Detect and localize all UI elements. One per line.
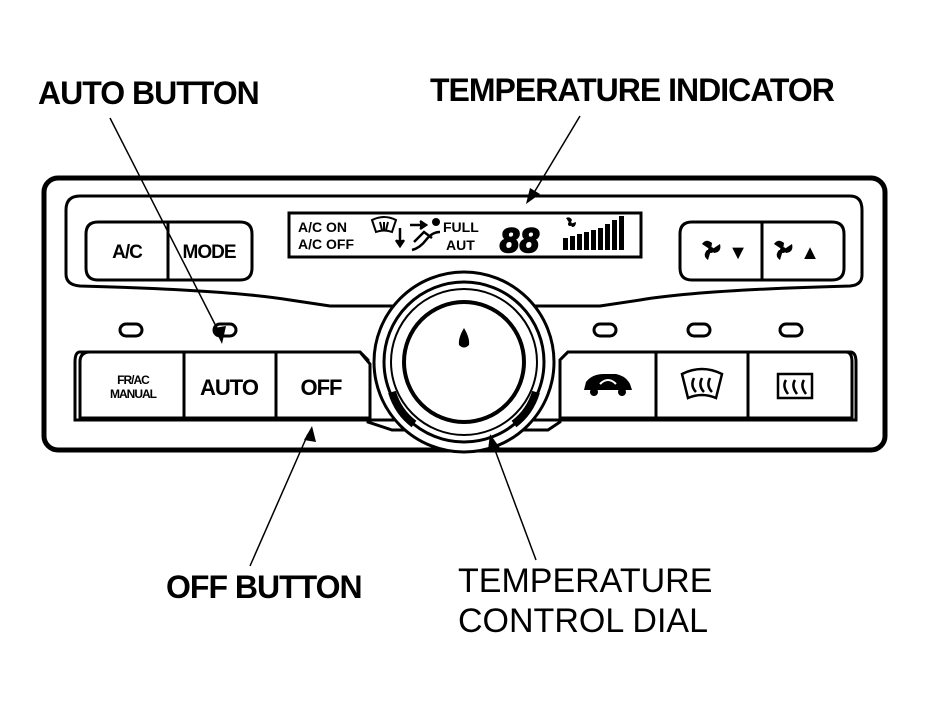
car-recirculation-icon [584,374,632,396]
rear-defrost-icon [776,372,814,400]
airflow-mode-icon [394,219,441,252]
recirc-manual-button[interactable]: FR/AC MANUAL [78,350,186,420]
defrost-mode-icon [370,216,398,234]
dial-inner-ring [390,288,538,436]
off-leader-line [249,433,309,567]
indicator-leader-line [531,115,581,197]
fan-up-button[interactable]: ▲ [760,220,846,282]
fan-icon [774,240,793,260]
dial-knob[interactable] [402,300,526,424]
occupant-icon [432,218,440,226]
dial-callout-line2: CONTROL DIAL [458,602,708,640]
off-button-label: OFF [301,375,343,400]
mode-button[interactable]: MODE [166,220,254,282]
off-button-callout: OFF BUTTON [166,569,362,605]
temperature-digits: 88 [500,222,540,260]
ac-button-label: A/C [112,242,143,263]
indicator-led [778,322,804,338]
temperature-indicator-callout: TEMPERATURE INDICATOR [430,72,835,108]
temperature-display: A/C ON A/C OFF FULL AUT 88 [287,211,643,261]
front-defrost-icon [680,367,724,400]
fan-speed-bars [563,216,624,250]
dial-hot-arc [511,390,540,428]
fan-down-button[interactable]: ▼ [678,220,764,282]
dial-pointer [458,328,470,348]
temperature-control-dial[interactable] [372,270,556,454]
dial-cold-arc [388,390,417,428]
dial-leader-line [491,441,537,561]
callout-arrowheads [214,188,540,450]
rear-defrost-button[interactable] [746,350,854,420]
ac-off-label: A/C OFF [298,236,354,252]
auto-button-label: AUTO [200,375,259,400]
recirc-label-line2: MANUAL [110,387,157,401]
auto-button[interactable]: AUTO [182,350,278,420]
callout-leaders [109,115,581,567]
fan-speed-icon [566,217,576,227]
indicator-led [686,322,712,338]
lower-bezel [73,350,858,432]
recirc-label-line1: FR/AC [117,373,150,387]
indicator-led [592,322,618,338]
dial-middle-ring [382,280,546,444]
auto-leader-line [109,117,223,339]
dial-callout-line1: TEMPERATURE [458,562,712,600]
off-button[interactable]: OFF [274,350,372,420]
upper-bezel [64,194,864,308]
fan-up-arrow: ▲ [800,242,820,264]
fan-icon [702,240,721,260]
ac-on-label: A/C ON [298,219,347,235]
aut-label: AUT [446,237,475,253]
auto-button-callout: AUTO BUTTON [38,75,259,111]
front-defrost-button[interactable] [654,350,750,420]
full-label: FULL [443,219,479,235]
mode-button-label: MODE [183,242,236,263]
indicator-led [118,322,144,338]
fan-down-arrow: ▼ [728,242,748,264]
ac-button[interactable]: A/C [84,220,170,282]
recirculation-button[interactable] [558,350,658,420]
